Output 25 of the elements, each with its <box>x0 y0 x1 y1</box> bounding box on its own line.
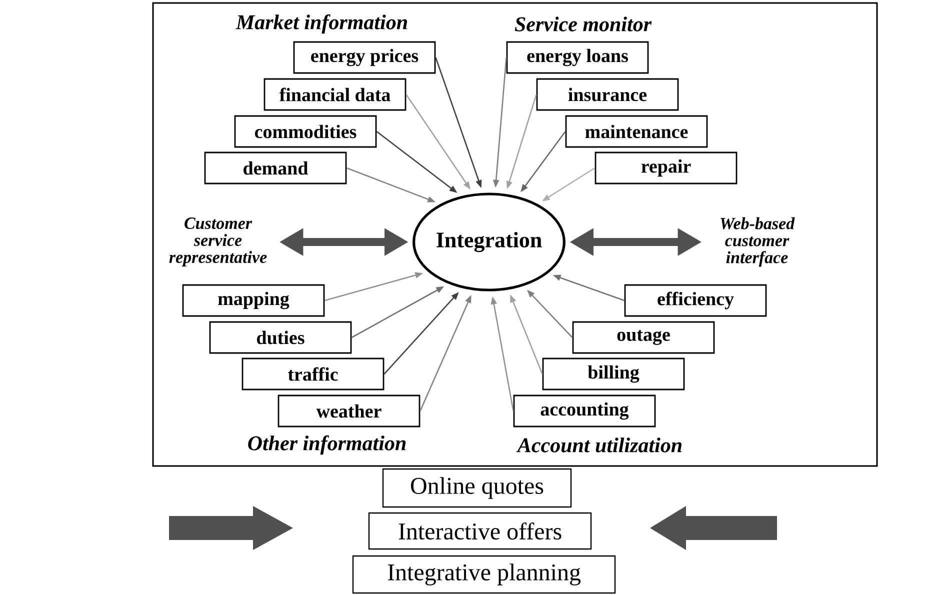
text-box: commodities <box>234 115 377 148</box>
text-box: insurance <box>536 78 679 111</box>
text-box: duties <box>209 321 352 354</box>
text-box: weather <box>278 394 420 428</box>
group-heading: Other information <box>248 435 406 455</box>
text-box: mapping <box>182 284 325 317</box>
text-box: maintenance <box>565 115 708 148</box>
text-box: financial data <box>264 78 406 111</box>
side-label: Web-based customer interface <box>720 217 795 267</box>
text-box: accounting <box>513 394 656 428</box>
group-heading: Account utilization <box>516 438 682 452</box>
text-box: demand <box>204 152 347 184</box>
text-box: efficiency <box>624 284 767 317</box>
text-box: billing <box>542 358 685 390</box>
group-heading: Market information <box>236 14 408 34</box>
text-box: traffic <box>242 358 384 390</box>
text-box: energy loans <box>506 41 649 74</box>
text-box: Interactive offers <box>368 512 592 550</box>
text-box: energy prices <box>293 41 436 74</box>
text-box: repair <box>594 152 738 184</box>
text-box: Integrative planning <box>352 555 616 594</box>
group-heading: Service monitor <box>514 16 652 32</box>
text-box: outage <box>572 321 715 354</box>
side-label: Customer service representative <box>169 218 267 266</box>
text-box: Online quotes <box>382 468 572 508</box>
